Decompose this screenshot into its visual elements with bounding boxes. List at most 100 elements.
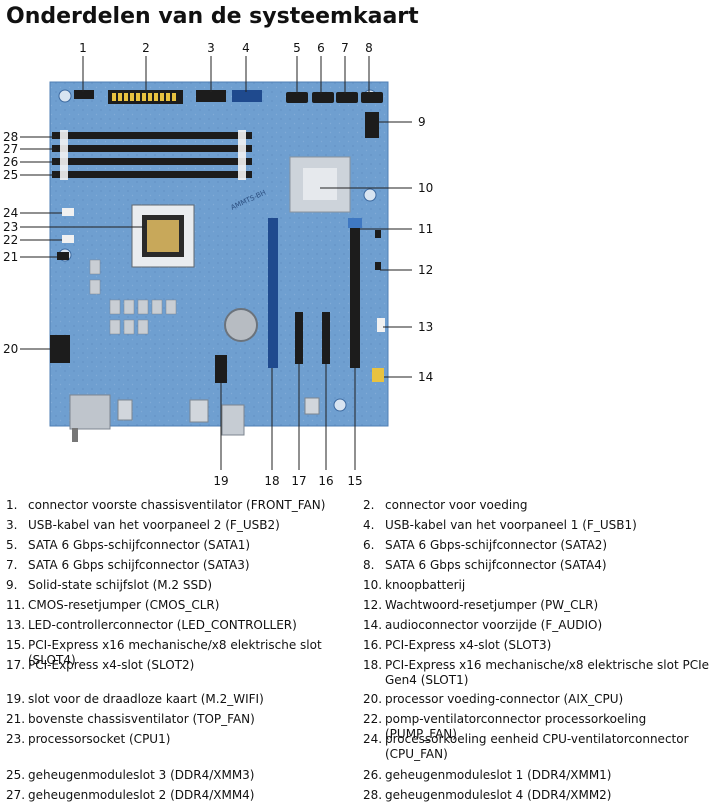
callout-19: 19	[213, 474, 228, 488]
sata4-connector	[361, 92, 383, 103]
callout-23: 23	[3, 220, 18, 234]
cpu-fan-connector	[62, 208, 74, 216]
callout-27: 27	[3, 142, 18, 156]
legend-number: 1.	[6, 498, 18, 512]
legend-item: 28. geheugenmoduleslot 4 (DDR4/XMM2)	[363, 788, 713, 803]
callout-12: 12	[418, 263, 433, 277]
legend-number: 21.	[6, 712, 26, 726]
legend-text: geheugenmoduleslot 2 (DDR4/XMM4)	[28, 788, 255, 802]
legend-number: 28.	[363, 788, 383, 802]
legend-item: 17. PCI-Express x4-slot (SLOT2)	[6, 658, 356, 673]
legend-number: 17.	[6, 658, 26, 672]
legend-item: 10. knoopbatterij	[363, 578, 713, 593]
legend-item: 5. SATA 6 Gbps-schijfconnector (SATA1)	[6, 538, 356, 553]
legend-item: 7. SATA 6 Gbps schijfconnector (SATA3)	[6, 558, 356, 573]
m2-wifi-slot	[215, 355, 227, 383]
usb-front-2-connector	[196, 90, 226, 102]
legend-text: bovenste chassisventilator (TOP_FAN)	[28, 712, 255, 726]
memory-slots	[52, 130, 252, 180]
coin-battery	[224, 308, 258, 342]
leader-lines	[20, 56, 412, 470]
sata3-connector	[336, 92, 358, 103]
legend-item: 11. CMOS-resetjumper (CMOS_CLR)	[6, 598, 356, 613]
legend-item: 14. audioconnector voorzijde (F_AUDIO)	[363, 618, 713, 633]
legend-number: 14.	[363, 618, 383, 632]
sata2-connector	[312, 92, 334, 103]
pump-fan-connector	[62, 235, 74, 243]
legend-number: 20.	[363, 692, 383, 706]
legend-number: 2.	[363, 498, 375, 512]
legend-number: 3.	[6, 518, 18, 532]
legend-item: 12. Wachtwoord-resetjumper (PW_CLR)	[363, 598, 713, 613]
legend-item: 21. bovenste chassisventilator (TOP_FAN)	[6, 712, 356, 727]
callout-15: 15	[347, 474, 362, 488]
legend-item: 26. geheugenmoduleslot 1 (DDR4/XMM1)	[363, 768, 713, 783]
legend-text: SATA 6 Gbps schijfconnector (SATA3)	[28, 558, 250, 572]
m2-ssd-slot	[365, 112, 379, 138]
legend-text: connector voorste chassisventilator (FRO…	[28, 498, 326, 512]
callout-4: 4	[242, 41, 250, 55]
legend-text: PCI-Express x4-slot (SLOT3)	[385, 638, 552, 652]
legend-item: 2. connector voor voeding	[363, 498, 713, 513]
legend-number: 26.	[363, 768, 383, 782]
front-fan-connector	[74, 90, 94, 99]
callout-1: 1	[79, 41, 87, 55]
legend-text: geheugenmoduleslot 3 (DDR4/XMM3)	[28, 768, 255, 782]
legend-text: USB-kabel van het voorpaneel 1 (F_USB1)	[385, 518, 637, 532]
legend-item: 8. SATA 6 Gbps schijfconnector (SATA4)	[363, 558, 713, 573]
legend-number: 8.	[363, 558, 375, 572]
legend-item: 6. SATA 6 Gbps-schijfconnector (SATA2)	[363, 538, 713, 553]
callout-26: 26	[3, 155, 18, 169]
legend-number: 18.	[363, 658, 383, 672]
legend-item: 25. geheugenmoduleslot 3 (DDR4/XMM3)	[6, 768, 356, 783]
legend-item: 16. PCI-Express x4-slot (SLOT3)	[363, 638, 713, 653]
callout-3: 3	[207, 41, 215, 55]
legend-item: 9. Solid-state schijfslot (M.2 SSD)	[6, 578, 356, 593]
pw-clr-jumper	[375, 262, 381, 270]
legend-number: 24.	[363, 732, 383, 746]
usb-front-1-connector	[232, 90, 262, 102]
legend-text: USB-kabel van het voorpaneel 2 (F_USB2)	[28, 518, 280, 532]
cpu-socket	[131, 204, 195, 268]
callout-28: 28	[3, 130, 18, 144]
callout-16: 16	[318, 474, 333, 488]
legend-text: knoopbatterij	[385, 578, 466, 592]
top-fan-connector	[57, 252, 69, 260]
callout-7: 7	[341, 41, 349, 55]
legend-item: 23. processorsocket (CPU1)	[6, 732, 356, 747]
legend-text: PCI-Express x16 mechanische/x8 elektrisc…	[28, 638, 322, 667]
legend-number: 7.	[6, 558, 18, 572]
callout-22: 22	[3, 233, 18, 247]
legend-number: 10.	[363, 578, 383, 592]
callout-2: 2	[142, 41, 150, 55]
front-audio-connector	[372, 368, 384, 382]
legend-text: PCI-Express x4-slot (SLOT2)	[28, 658, 195, 672]
pcie-slot3	[322, 312, 330, 364]
legend-text: pomp-ventilatorconnector processorkoelin…	[385, 712, 647, 741]
legend-number: 15.	[6, 638, 26, 652]
callout-6: 6	[317, 41, 325, 55]
legend-text: geheugenmoduleslot 4 (DDR4/XMM2)	[385, 788, 612, 802]
legend-number: 27.	[6, 788, 26, 802]
legend-item: 22. pomp-ventilatorconnector processorko…	[363, 712, 713, 741]
led-controller-connector	[377, 318, 385, 332]
sata1-connector	[286, 92, 308, 103]
callout-5: 5	[293, 41, 301, 55]
legend-text: Solid-state schijfslot (M.2 SSD)	[28, 578, 213, 592]
callout-25: 25	[3, 168, 18, 182]
legend-text: slot voor de draadloze kaart (M.2_WIFI)	[28, 692, 264, 706]
pcie-slot4-latch	[348, 218, 362, 228]
legend-number: 22.	[363, 712, 383, 726]
legend-number: 11.	[6, 598, 26, 612]
system-board	[49, 81, 389, 427]
callout-24: 24	[3, 206, 18, 220]
legend-text: LED-controllerconnector (LED_CONTROLLER)	[28, 618, 297, 632]
legend-item: 4. USB-kabel van het voorpaneel 1 (F_USB…	[363, 518, 713, 533]
callout-9: 9	[418, 115, 426, 129]
callout-8: 8	[365, 41, 373, 55]
legend-number: 25.	[6, 768, 26, 782]
legend-number: 16.	[363, 638, 383, 652]
legend-text: connector voor voeding	[385, 498, 528, 512]
legend-number: 9.	[6, 578, 18, 592]
legend-text: SATA 6 Gbps-schijfconnector (SATA1)	[28, 538, 251, 552]
